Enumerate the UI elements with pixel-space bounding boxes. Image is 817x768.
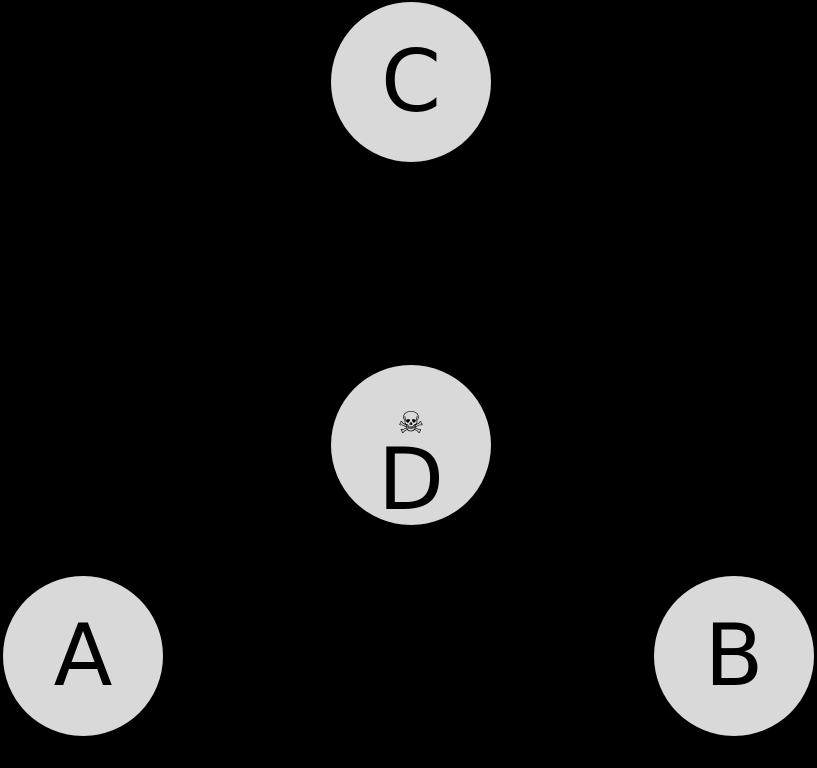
graph-node-label: D <box>377 430 445 530</box>
graph-node-label: A <box>53 606 113 706</box>
graph-node-d[interactable]: ☠D <box>331 365 491 525</box>
graph-node-label: B <box>704 606 764 706</box>
graph-node-label: C <box>380 32 442 132</box>
skull-and-crossbones-icon: ☠ <box>397 406 425 441</box>
graph-node-a[interactable]: A <box>3 576 163 736</box>
graph-node-c[interactable]: C <box>331 2 491 162</box>
graph-node-b[interactable]: B <box>654 576 814 736</box>
